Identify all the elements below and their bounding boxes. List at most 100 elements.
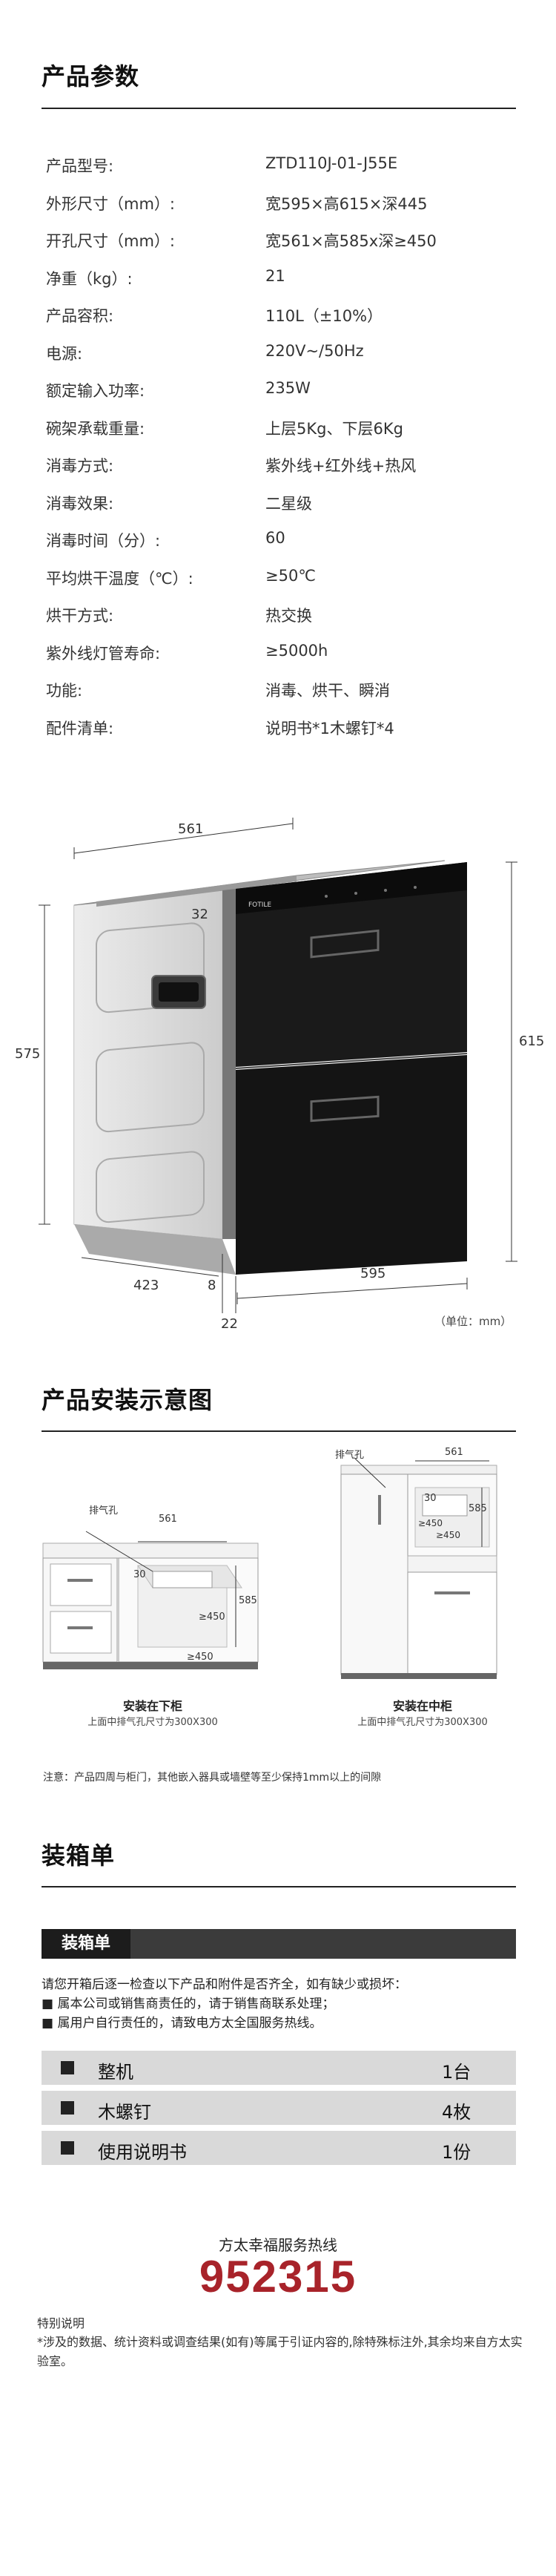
spec-value: 220V~/50Hz (265, 341, 364, 360)
hotline-number[interactable]: 952315 (199, 2252, 357, 2301)
left-install-sub: 上面中排气孔尺寸为300X300 (87, 1717, 218, 1728)
spec-row: 功能: 消毒、烘干、瞬消 (46, 679, 520, 709)
packing-item-screws: 木螺钉 4枚 (42, 2091, 516, 2125)
spec-key: 净重（kg）: (46, 269, 133, 288)
packing-tab: 装箱单 (42, 1929, 130, 1959)
spec-value: 说明书*1木螺钉*4 (265, 719, 394, 737)
left-dim-h1: 585 (239, 1595, 257, 1606)
packing-item-manual: 使用说明书 1份 (42, 2131, 516, 2165)
spec-row: 消毒效果: 二星级 (46, 492, 520, 522)
left-dim-h3: ≥450 (187, 1652, 214, 1663)
left-dim-h2: ≥450 (199, 1611, 225, 1623)
right-dim-d: 30 (424, 1493, 437, 1504)
spec-row: 电源: 220V~/50Hz (46, 342, 520, 372)
install-mid-cabinet (340, 1457, 497, 1679)
spec-key: 额定输入功率: (46, 382, 145, 400)
dim-width-bottom: 595 (360, 1266, 386, 1281)
packing-divider (42, 1886, 516, 1887)
spec-key: 平均烘干温度（℃）: (46, 569, 193, 588)
spec-value: ZTD110J-01-J55E (265, 154, 398, 172)
product-dimension-diagram: FOTILE (39, 818, 517, 1313)
spec-row: 产品容积: 110L（±10%） (46, 304, 520, 334)
spec-value: 紫外线+红外线+热风 (265, 457, 417, 475)
params-divider (42, 108, 516, 109)
right-dim-h2: ≥450 (418, 1518, 443, 1528)
brand-logo: FOTILE (248, 901, 271, 909)
spec-value: 热交换 (265, 607, 312, 625)
spec-value: 60 (265, 529, 285, 547)
dim-height-right: 615 (519, 1034, 545, 1049)
install-title: 产品安装示意图 (42, 1386, 214, 1414)
spec-key: 配件清单: (46, 719, 114, 737)
footnote-title: 特别说明 (37, 2316, 85, 2330)
dim-bottom-22: 22 (221, 1316, 238, 1332)
packing-item-name: 整机 (98, 2062, 133, 2083)
spec-key: 碗架承载重量: (46, 419, 145, 438)
spec-row: 额定输入功率: 235W (46, 379, 520, 409)
left-install-caption: 安装在下柜 (122, 1699, 182, 1713)
spec-row: 开孔尺寸（mm）:宽561×高585x深≥450 (46, 229, 520, 259)
packing-item-qty: 4枚 (442, 2102, 471, 2123)
front-glass-upper (236, 862, 467, 1067)
spec-row: 烘干方式: 热交换 (46, 604, 520, 634)
dim-gap-bottom: 8 (208, 1278, 216, 1293)
packing-line-2: ■ 属用户自行责任的，请致电方太全国服务热线。 (42, 2016, 322, 2031)
bullet-square-icon (61, 2141, 74, 2155)
spec-value: ≥50℃ (265, 566, 316, 585)
spec-row: 消毒时间（分）: 60 (46, 529, 520, 559)
packing-title: 装箱单 (42, 1841, 116, 1870)
footnote-body: *涉及的数据、统计资料或调查结果(如有)等属于引证内容的,除特殊标注外,其余均来… (37, 2335, 523, 2368)
install-note: 注意：产品四周与柜门，其他嵌入器具或墙壁等至少保持1mm以上的间隙 (43, 1772, 382, 1784)
spec-key: 消毒效果: (46, 494, 114, 513)
params-title: 产品参数 (42, 62, 140, 91)
spec-value: 消毒、烘干、瞬消 (265, 682, 390, 700)
spec-value: ≥5000h (265, 641, 328, 660)
bullet-square-icon (61, 2101, 74, 2115)
unit-note: （单位：mm） (434, 1315, 512, 1328)
hotline-label: 方太幸福服务热线 (219, 2236, 337, 2254)
spec-value: 上层5Kg、下层6Kg (265, 419, 403, 438)
spec-value: 二星级 (265, 494, 312, 513)
left-dim-w: 561 (159, 1514, 177, 1525)
spec-row: 配件清单: 说明书*1木螺钉*4 (46, 717, 520, 746)
spec-value: 宽595×高615×深445 (265, 194, 428, 213)
left-dim-d: 30 (133, 1569, 146, 1580)
right-dim-w: 561 (445, 1447, 463, 1458)
packing-intro: 请您开箱后逐一检查以下产品和附件是否齐全，如有缺少或损坏： (42, 1977, 407, 1992)
dim-depth-gap: 32 (191, 907, 208, 922)
spec-row: 碗架承载重量: 上层5Kg、下层6Kg (46, 417, 520, 447)
spec-key: 电源: (46, 344, 83, 363)
dim-depth-bottom: 423 (133, 1278, 159, 1293)
packing-item-qty: 1台 (442, 2062, 471, 2083)
spec-key: 紫外线灯管寿命: (46, 644, 161, 663)
right-install-caption: 安装在中柜 (392, 1699, 452, 1713)
front-glass-lower (236, 1055, 467, 1275)
spec-row: 净重（kg）:21 (46, 267, 520, 297)
packing-line-1: ■ 属本公司或销售商责任的，请于销售商联系处理； (42, 1997, 335, 2011)
install-under-cabinet (42, 1531, 259, 1669)
spec-key: 外形尺寸（mm）: (46, 194, 175, 213)
spec-row: 消毒方式: 紫外线+红外线+热风 (46, 454, 520, 484)
left-vent-label: 排气孔 (89, 1505, 119, 1517)
spec-row: 外形尺寸（mm）: 宽595×高615×深445 (46, 192, 520, 222)
upper-drawer-handle (310, 929, 380, 959)
right-dim-h1: 585 (469, 1503, 487, 1514)
packing-item-qty: 1份 (442, 2142, 471, 2163)
right-vent-label: 排气孔 (335, 1450, 365, 1461)
spec-key: 产品型号: (46, 157, 114, 175)
dim-height-left: 575 (15, 1046, 41, 1062)
dim-width-top: 561 (178, 821, 204, 837)
spec-value: 235W (265, 379, 311, 397)
spec-key: 消毒方式: (46, 457, 114, 475)
bullet-square-icon (61, 2061, 74, 2074)
packing-header-bar: 装箱单 (42, 1929, 516, 1959)
spec-key: 功能: (46, 682, 83, 700)
spec-row: 紫外线灯管寿命: ≥5000h (46, 642, 520, 671)
spec-row: 平均烘干温度（℃）: ≥50℃ (46, 567, 520, 597)
spec-value: 110L（±10%） (265, 307, 383, 325)
spec-key: 烘干方式: (46, 607, 114, 625)
spec-key: 产品容积: (46, 307, 114, 325)
packing-item-machine: 整机 1台 (42, 2051, 516, 2085)
spec-value: 宽561×高585x深≥450 (265, 232, 437, 250)
spec-key: 消毒时间（分）: (46, 532, 161, 550)
